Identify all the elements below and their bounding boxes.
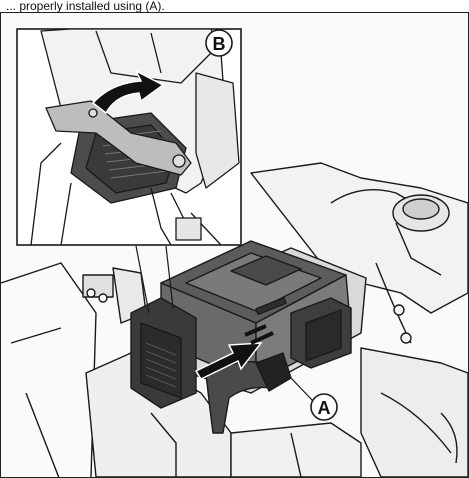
callout-b-label: B	[213, 34, 226, 54]
callout-a: A	[290, 377, 338, 421]
figure-caption-fragment: ... properly installed using (A).	[6, 0, 165, 13]
callout-b: B	[205, 29, 233, 57]
battery-installation-illustration: B A	[1, 28, 468, 477]
inset-leader-lines	[135, 245, 174, 314]
callout-a-label: A	[318, 398, 331, 418]
detail-inset	[16, 28, 242, 246]
curved-push-arrow	[91, 69, 165, 115]
illustration-frame: B A	[0, 12, 469, 478]
slide-direction-arrow	[194, 324, 274, 380]
